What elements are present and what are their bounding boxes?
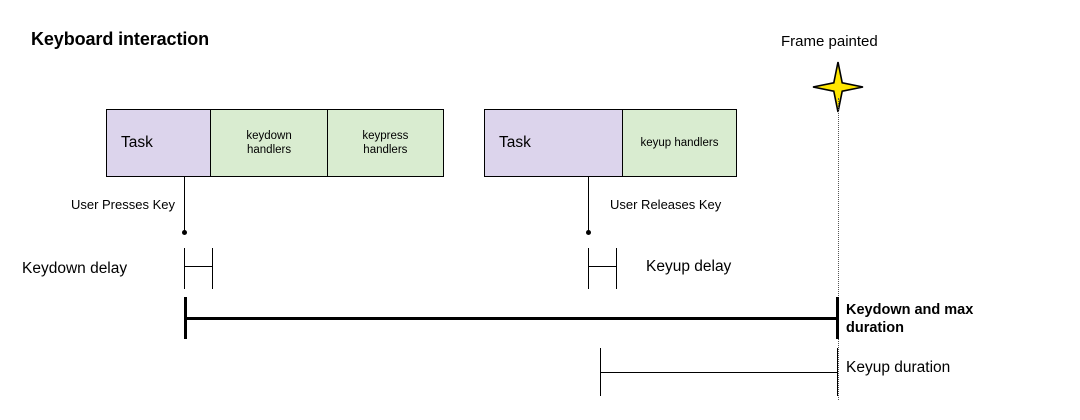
keypress-handlers-block: keypress handlers [326, 110, 443, 176]
keydown-delay-end-tick [212, 248, 213, 289]
user-presses-key-arrow-head [182, 230, 187, 235]
keyup-handlers-label: keyup handlers [640, 136, 719, 149]
keydown-delay-label: Keydown delay [22, 260, 128, 277]
frame-painted-label: Frame painted [781, 33, 878, 50]
keydown-handlers-label-line2: handlers [247, 144, 292, 156]
task-block-2-label: Task [499, 133, 531, 151]
keydown-task-group: Task keydown handlers keypress handlers [106, 109, 444, 177]
keyup-handlers-block: keyup handlers [621, 110, 736, 176]
keydown-handlers-label-line1: keydown [246, 129, 292, 142]
keypress-handlers-label-line1: keypress [362, 129, 409, 142]
keyup-delay-end-tick [616, 248, 617, 289]
keyup-delay-start-tick [588, 248, 589, 289]
user-presses-key-label: User Presses Key [70, 197, 175, 212]
keyup-delay-label: Keyup delay [646, 258, 732, 275]
keypress-handlers-label: keypress handlers [362, 129, 408, 157]
keydown-and-max-duration-label: Keydown and max duration [846, 302, 974, 337]
keydown-max-duration-span-line [184, 317, 837, 320]
user-releases-key-arrow-line [588, 177, 589, 232]
keyup-delay-span-line [588, 266, 617, 267]
keydown-delay-start-tick [184, 248, 185, 289]
task-block-1: Task [107, 110, 211, 176]
keydown-delay-span-line [184, 266, 213, 267]
task-block-2: Task [485, 110, 622, 176]
user-releases-key-arrow-head [586, 230, 591, 235]
keydown-handlers-label: keydown handlers [246, 129, 291, 157]
keydown-handlers-block: keydown handlers [210, 110, 327, 176]
frame-painted-guideline [838, 98, 839, 400]
keyup-task-group: Task keyup handlers [484, 109, 737, 177]
keydown-max-duration-end-tick [836, 297, 839, 339]
user-releases-key-label: User Releases Key [610, 197, 722, 212]
keyup-duration-span-line [600, 372, 838, 373]
keyup-duration-label: Keyup duration [846, 359, 951, 376]
task-block-1-label: Task [121, 133, 153, 151]
page-title: Keyboard interaction [31, 29, 210, 49]
keypress-handlers-label-line2: handlers [363, 144, 408, 156]
user-presses-key-arrow-line [184, 177, 185, 232]
